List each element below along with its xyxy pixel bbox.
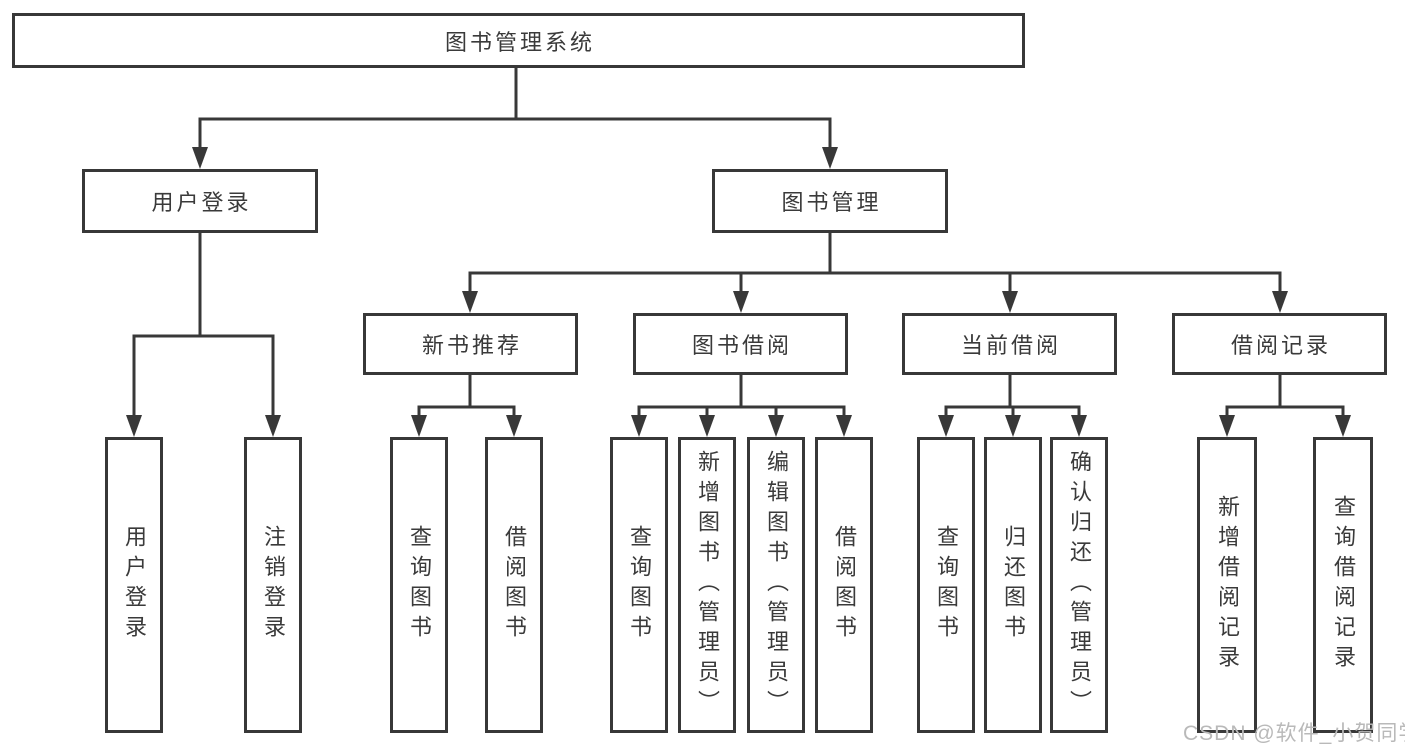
node-leaf-recommend-query-book: 查询图书 <box>390 437 448 733</box>
node-leaf-edit-book-admin: 编辑图书（管理员） <box>747 437 805 733</box>
watermark: CSDN @软件_小贺同学 <box>1183 722 1405 745</box>
node-leaf-return-book: 归还图书 <box>984 437 1042 733</box>
node-new-book-recommend: 新书推荐 <box>363 313 578 375</box>
node-book-management: 图书管理 <box>712 169 948 233</box>
node-leaf-add-borrow-record: 新增借阅记录 <box>1197 437 1257 733</box>
node-book-borrow: 图书借阅 <box>633 313 848 375</box>
node-leaf-add-book-admin: 新增图书（管理员） <box>678 437 736 733</box>
node-leaf-borrow-query-book: 查询图书 <box>610 437 668 733</box>
node-leaf-current-query-book: 查询图书 <box>917 437 975 733</box>
node-root-library-system: 图书管理系统 <box>12 13 1025 68</box>
node-borrow-records: 借阅记录 <box>1172 313 1387 375</box>
node-leaf-query-borrow-record: 查询借阅记录 <box>1313 437 1373 733</box>
node-leaf-recommend-borrow-book: 借阅图书 <box>485 437 543 733</box>
node-current-borrow: 当前借阅 <box>902 313 1117 375</box>
node-leaf-logout: 注销登录 <box>244 437 302 733</box>
node-user-login: 用户登录 <box>82 169 318 233</box>
node-leaf-user-login: 用户登录 <box>105 437 163 733</box>
node-leaf-borrow-book: 借阅图书 <box>815 437 873 733</box>
node-leaf-confirm-return-admin: 确认归还（管理员） <box>1050 437 1108 733</box>
